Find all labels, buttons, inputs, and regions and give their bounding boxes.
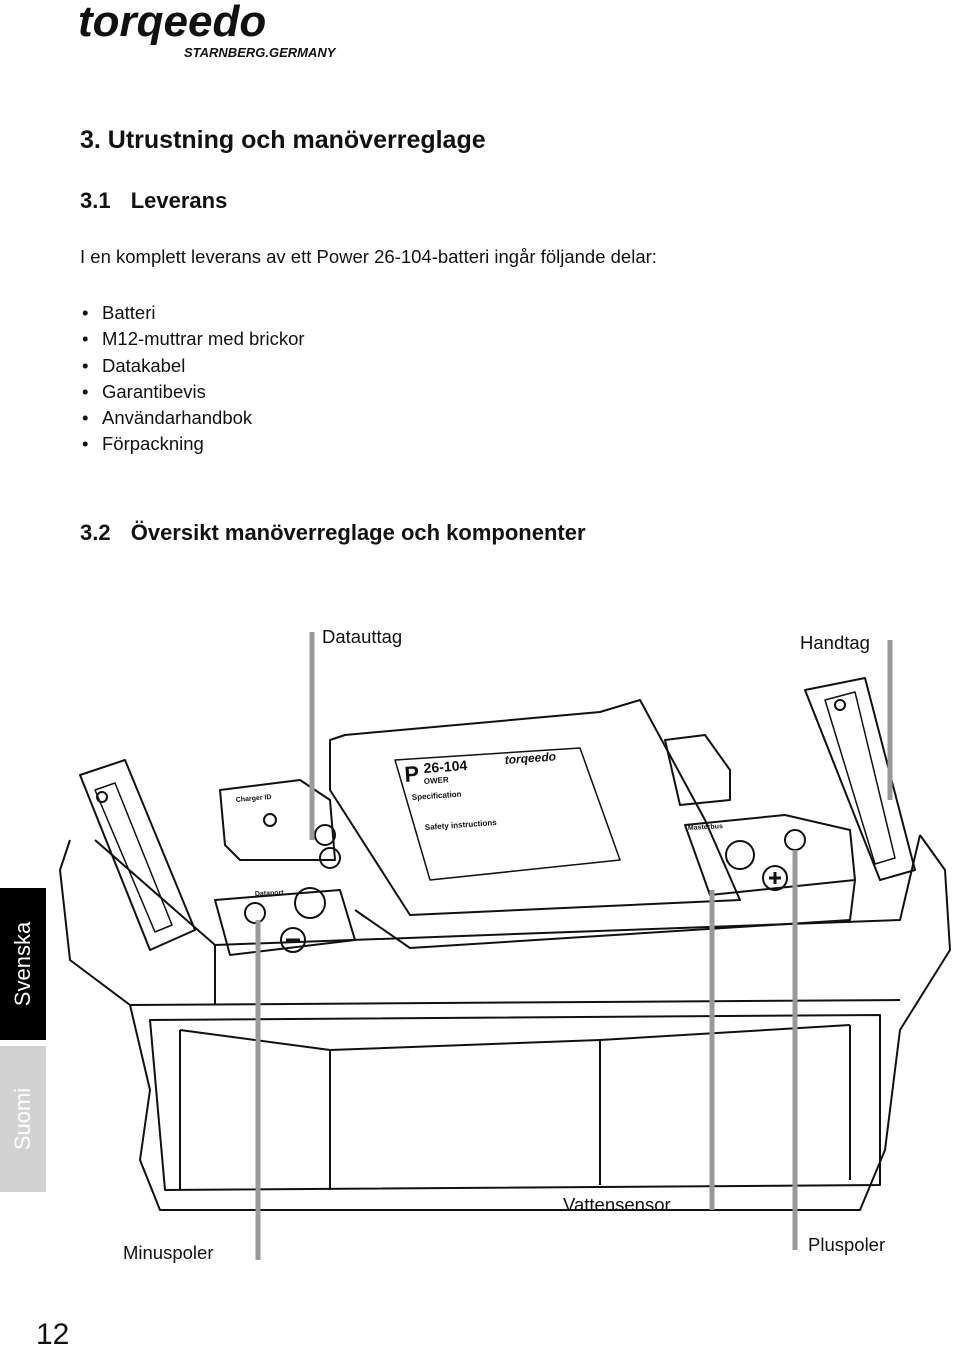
list-item: Datakabel [80,353,305,380]
label-spec-title: Specification [412,790,462,802]
side-tab-label: Svenska [10,921,36,1007]
label-brand: torqeedo [504,749,556,767]
masterbus-text: Masterbus [688,823,723,832]
list-item: Garantibevis [80,379,305,406]
battery-diagram: P 26-104 OWER torqeedo Specification Saf… [59,632,951,1260]
side-tab-svenska[interactable]: Svenska [0,888,46,1040]
right-handle [804,677,916,881]
charger-id-block [219,779,336,861]
label-model-word: OWER [424,775,450,786]
battery-top [94,834,921,946]
battery-body [59,834,951,1211]
dataport-text: Dataport [255,889,285,898]
left-handle [79,759,196,951]
subsection-number: 3.2 [80,520,111,545]
battery-label-panel [329,699,741,916]
callout-data-port: Datauttag [322,626,403,647]
callout-minus-pole: Minuspoler [123,1242,214,1263]
subsection-3-1-heading: 3.1 Leverans [80,188,227,214]
callout-plus-pole: Pluspoler [808,1234,886,1255]
subsection-number: 3.1 [80,188,111,213]
label-model-prefix: P [404,761,420,787]
section-title: 3. Utrustning och manöverreglage [80,126,486,154]
subsection-3-2-heading: 3.2 Översikt manöverreglage och komponen… [80,520,586,546]
masterbus-block [684,814,856,896]
delivery-list: Batteri M12-muttrar med brickor Datakabe… [80,300,305,458]
charger-id-text: Charger ID [236,794,272,804]
callout-handle: Handtag [800,632,870,653]
list-item: Batteri [80,300,305,327]
logo-tagline: STARNBERG.GERMANY [184,45,337,60]
list-item: Förpackning [80,431,305,458]
label-model: 26-104 [423,757,468,776]
callout-water-sensor: Vattensensor [563,1194,671,1215]
logo-wordmark: torqeedo [78,0,266,46]
page-number: 12 [36,1318,70,1351]
label-safety-title: Safety instructions [425,818,498,832]
subsection-title: Leverans [130,188,228,213]
side-tab-suomi[interactable]: Suomi [0,1046,46,1192]
torqeedo-logo: torqeedo STARNBERG.GERMANY [78,0,337,60]
dataport-block [214,889,356,956]
delivery-intro: I en komplett leverans av ett Power 26-1… [80,246,657,267]
side-tab-label: Suomi [10,1087,36,1151]
list-item: M12-muttrar med brickor [80,326,305,353]
subsection-title: Översikt manöverreglage och komponenter [130,520,586,545]
list-item: Användarhandbok [80,405,305,432]
